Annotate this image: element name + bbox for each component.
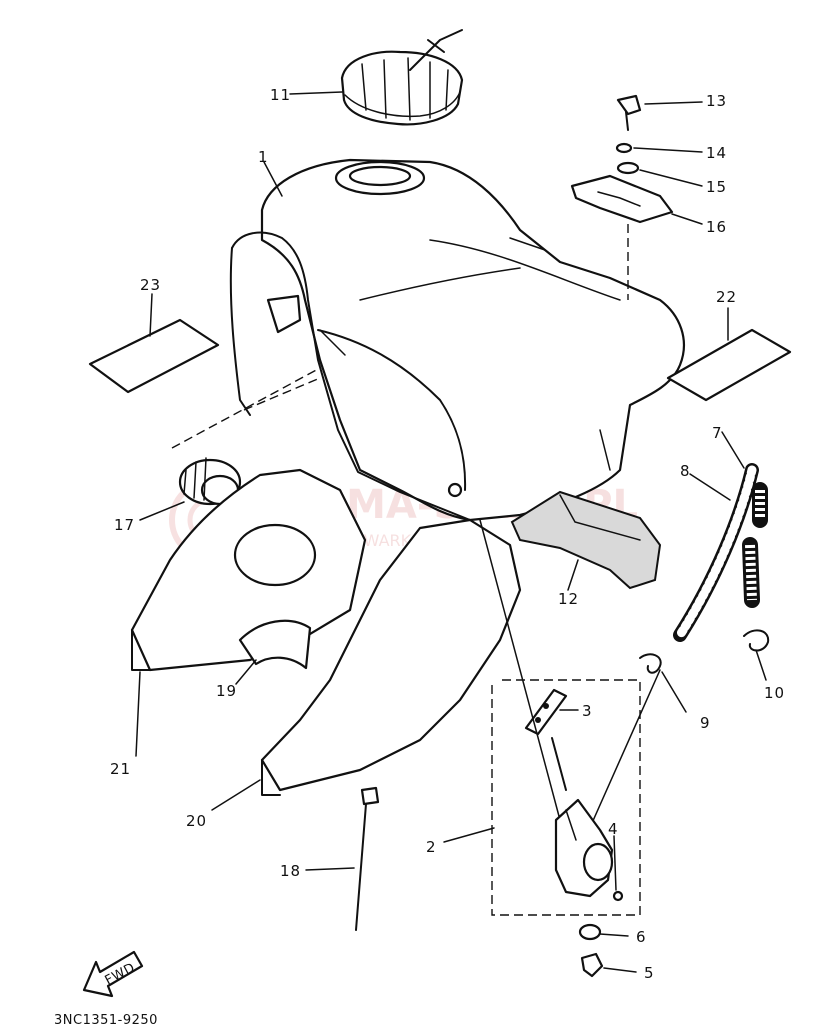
callout-16: 16: [706, 218, 727, 236]
fuel-cock-assembly: [479, 519, 661, 978]
callout-7: 7: [712, 424, 723, 442]
fwd-direction-badge: FWD: [82, 950, 144, 998]
callout-labels: 1 2 3 4 5 6 7 8 9 10 11 12 13 14 15 16 1…: [110, 86, 785, 982]
callout-5: 5: [644, 964, 655, 982]
callout-10: 10: [764, 684, 785, 702]
hose-clips: [639, 629, 770, 674]
callout-14: 14: [706, 144, 727, 162]
callout-22: 22: [716, 288, 737, 306]
callout-9: 9: [700, 714, 711, 732]
fuel-hoses: [673, 463, 768, 642]
fuel-tank: [229, 158, 685, 522]
bracket-assembly: [570, 94, 674, 300]
callout-12: 12: [558, 590, 579, 608]
callout-23: 23: [140, 276, 161, 294]
tank-seals: [130, 468, 522, 796]
callout-15: 15: [706, 178, 727, 196]
callout-21: 21: [110, 760, 131, 778]
callout-2: 2: [426, 838, 437, 856]
leader-lines: [135, 91, 767, 973]
callout-6: 6: [636, 928, 647, 946]
callout-18: 18: [280, 862, 301, 880]
callout-8: 8: [680, 462, 691, 480]
damper-pad: [510, 490, 662, 590]
callout-20: 20: [186, 812, 207, 830]
callout-13: 13: [706, 92, 727, 110]
callout-11: 11: [270, 86, 291, 104]
tank-cap: [340, 29, 464, 126]
callout-1: 1: [258, 148, 269, 166]
callout-19: 19: [216, 682, 237, 700]
callout-3: 3: [582, 702, 593, 720]
cable-tie: [355, 786, 380, 931]
callout-17: 17: [114, 516, 135, 534]
callout-4: 4: [608, 820, 619, 838]
diagram-part-code: 3NC1351-9250: [54, 1013, 158, 1028]
